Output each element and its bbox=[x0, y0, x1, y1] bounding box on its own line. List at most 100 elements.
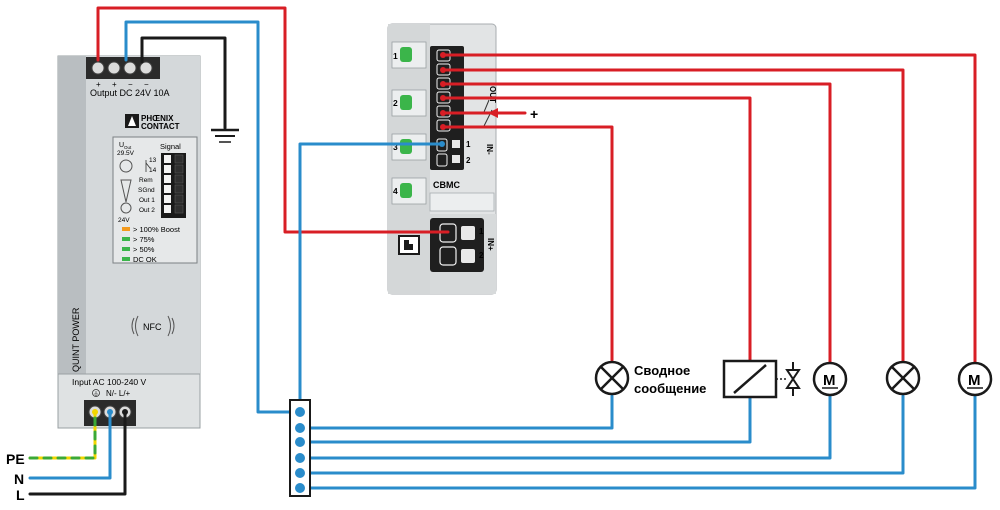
cbmc-out-connector bbox=[430, 46, 464, 170]
input-label: Input AC 100-240 V bbox=[72, 377, 147, 387]
channel-number: 2 bbox=[393, 98, 398, 108]
earth-symbol-icon bbox=[92, 389, 100, 397]
signal-terminal[interactable] bbox=[164, 155, 171, 163]
summary-label-line-2: сообщение bbox=[634, 381, 706, 396]
nfc-label: NFC bbox=[143, 322, 162, 332]
wire-motor-2-return bbox=[298, 394, 977, 490]
terminal-dot bbox=[440, 67, 446, 73]
distribution-terminal-bus bbox=[289, 399, 311, 497]
wire-out-3-to-motor-1 bbox=[441, 82, 832, 364]
signal-terminal[interactable] bbox=[164, 195, 171, 203]
power-supply: + + − − Output DC 24V 10A PHŒNIX CONTACT… bbox=[57, 55, 201, 429]
cbmc-in-plus-pin[interactable] bbox=[439, 246, 457, 266]
psu-output-sign: − bbox=[128, 80, 133, 89]
psu-output-screws bbox=[91, 61, 153, 75]
cbmc-config-icon bbox=[404, 240, 413, 250]
terminal-dot bbox=[440, 81, 446, 87]
wire-line bbox=[28, 412, 127, 496]
bus-terminal[interactable] bbox=[295, 423, 305, 433]
cbmc-pin-2-label: 2 bbox=[466, 156, 471, 165]
motor-icon bbox=[957, 361, 993, 397]
terminal-dot bbox=[440, 124, 446, 130]
wire-psu-minus-to-bus bbox=[124, 20, 297, 414]
wire-out-4-to-valve bbox=[441, 96, 752, 362]
bus-terminal[interactable] bbox=[295, 453, 305, 463]
uout-label: U bbox=[119, 142, 124, 149]
solenoid-coil-diagonal bbox=[733, 364, 767, 394]
terminal-dot bbox=[440, 52, 446, 58]
led-legend-swatch bbox=[122, 247, 130, 251]
channel-led-button[interactable] bbox=[400, 95, 412, 110]
terminal-dot bbox=[440, 110, 446, 116]
cbmc-model: CBMC bbox=[433, 180, 460, 190]
wire-motor-1-return bbox=[298, 394, 832, 460]
nfc-wave-icon bbox=[131, 315, 139, 337]
signal-title: Signal bbox=[160, 142, 181, 151]
bus-terminal[interactable] bbox=[295, 468, 305, 478]
input-terminals-label: N/- L/+ bbox=[106, 389, 131, 398]
uout-adjust-potentiometer[interactable] bbox=[119, 159, 133, 173]
led-legend: > 100% Boost > 75% > 50% DC OK bbox=[122, 225, 181, 264]
cbmc-in-plus-pin-square bbox=[461, 226, 475, 240]
psu-output-screw[interactable] bbox=[123, 61, 137, 75]
phoenix-contact-logo: PHŒNIX CONTACT bbox=[125, 114, 180, 131]
signal-lamp-2 bbox=[885, 360, 921, 396]
psu-output-screw[interactable] bbox=[107, 61, 121, 75]
motor-label: M bbox=[823, 372, 836, 389]
psu-output-screw[interactable] bbox=[91, 61, 105, 75]
wire-out-1-to-lamp-2 bbox=[441, 53, 977, 366]
terminal-dot bbox=[439, 141, 445, 147]
psu-output-sign: + bbox=[96, 80, 101, 89]
channel-led-button[interactable] bbox=[400, 183, 412, 198]
wire-psu-minus-to-ground bbox=[140, 36, 227, 130]
input-terminal-dot bbox=[92, 409, 98, 415]
channel-led-button[interactable] bbox=[400, 47, 412, 62]
psu-output-screw[interactable] bbox=[139, 61, 153, 75]
bus-terminal[interactable] bbox=[295, 483, 305, 493]
cbmc-label-field bbox=[429, 192, 495, 212]
cbmc-in-minus-pin[interactable] bbox=[436, 153, 448, 167]
summary-signal-lamp: Сводное сообщение bbox=[594, 360, 706, 396]
cbmc-out-pin-square bbox=[452, 155, 460, 163]
mains-l-label: L bbox=[16, 487, 25, 503]
signal-row-label: 13 bbox=[149, 157, 157, 164]
motor-2: M bbox=[957, 361, 993, 397]
led-legend-text: > 75% bbox=[133, 235, 155, 244]
nfc-area: NFC bbox=[131, 315, 175, 337]
cbmc-out-pin-square bbox=[452, 140, 460, 148]
led-legend-swatch bbox=[122, 257, 130, 261]
psu-output-label: Output DC 24V 10A bbox=[90, 88, 170, 98]
signal-terminal[interactable] bbox=[164, 175, 171, 183]
lamp-cross bbox=[600, 366, 624, 390]
signal-terminal[interactable] bbox=[164, 185, 171, 193]
led-legend-swatch bbox=[122, 237, 130, 241]
mains-pe-label: PE bbox=[6, 451, 25, 467]
signal-terminal[interactable] bbox=[164, 205, 171, 213]
contact-13-14-icon bbox=[145, 160, 151, 172]
led-legend-text: DC OK bbox=[133, 255, 157, 264]
bus-terminal[interactable] bbox=[295, 437, 305, 447]
channel-button-frame bbox=[391, 133, 427, 161]
signal-terminal-screw bbox=[174, 164, 184, 174]
input-terminal-dot bbox=[122, 409, 128, 415]
channel-led-button[interactable] bbox=[400, 139, 412, 154]
bus-frame bbox=[289, 399, 311, 497]
cbmc-in-plus-label: IN+ bbox=[486, 238, 495, 251]
cbmc-in-plus-pin-2-label: 2 bbox=[479, 251, 484, 260]
led-legend-text: > 100% Boost bbox=[133, 225, 181, 234]
motor-icon bbox=[812, 361, 848, 397]
signal-terminal[interactable] bbox=[164, 165, 171, 173]
summary-label-line-1: Сводное bbox=[634, 363, 690, 378]
cbmc-out-label: OUT bbox=[488, 86, 497, 103]
signal-terminal-screw bbox=[174, 184, 184, 194]
wire-out-2-to-lamp-1 bbox=[441, 68, 905, 363]
signal-row-label: Rem bbox=[139, 177, 153, 184]
bus-terminal[interactable] bbox=[295, 407, 305, 417]
cbmc-pin-1-label: 1 bbox=[466, 140, 471, 149]
brand-line-1: PHŒNIX bbox=[141, 114, 174, 123]
wire-neutral bbox=[28, 412, 112, 480]
motor-1: M bbox=[812, 361, 848, 397]
logo-mark-glyph bbox=[128, 116, 136, 126]
uout-min-marker bbox=[120, 202, 132, 214]
